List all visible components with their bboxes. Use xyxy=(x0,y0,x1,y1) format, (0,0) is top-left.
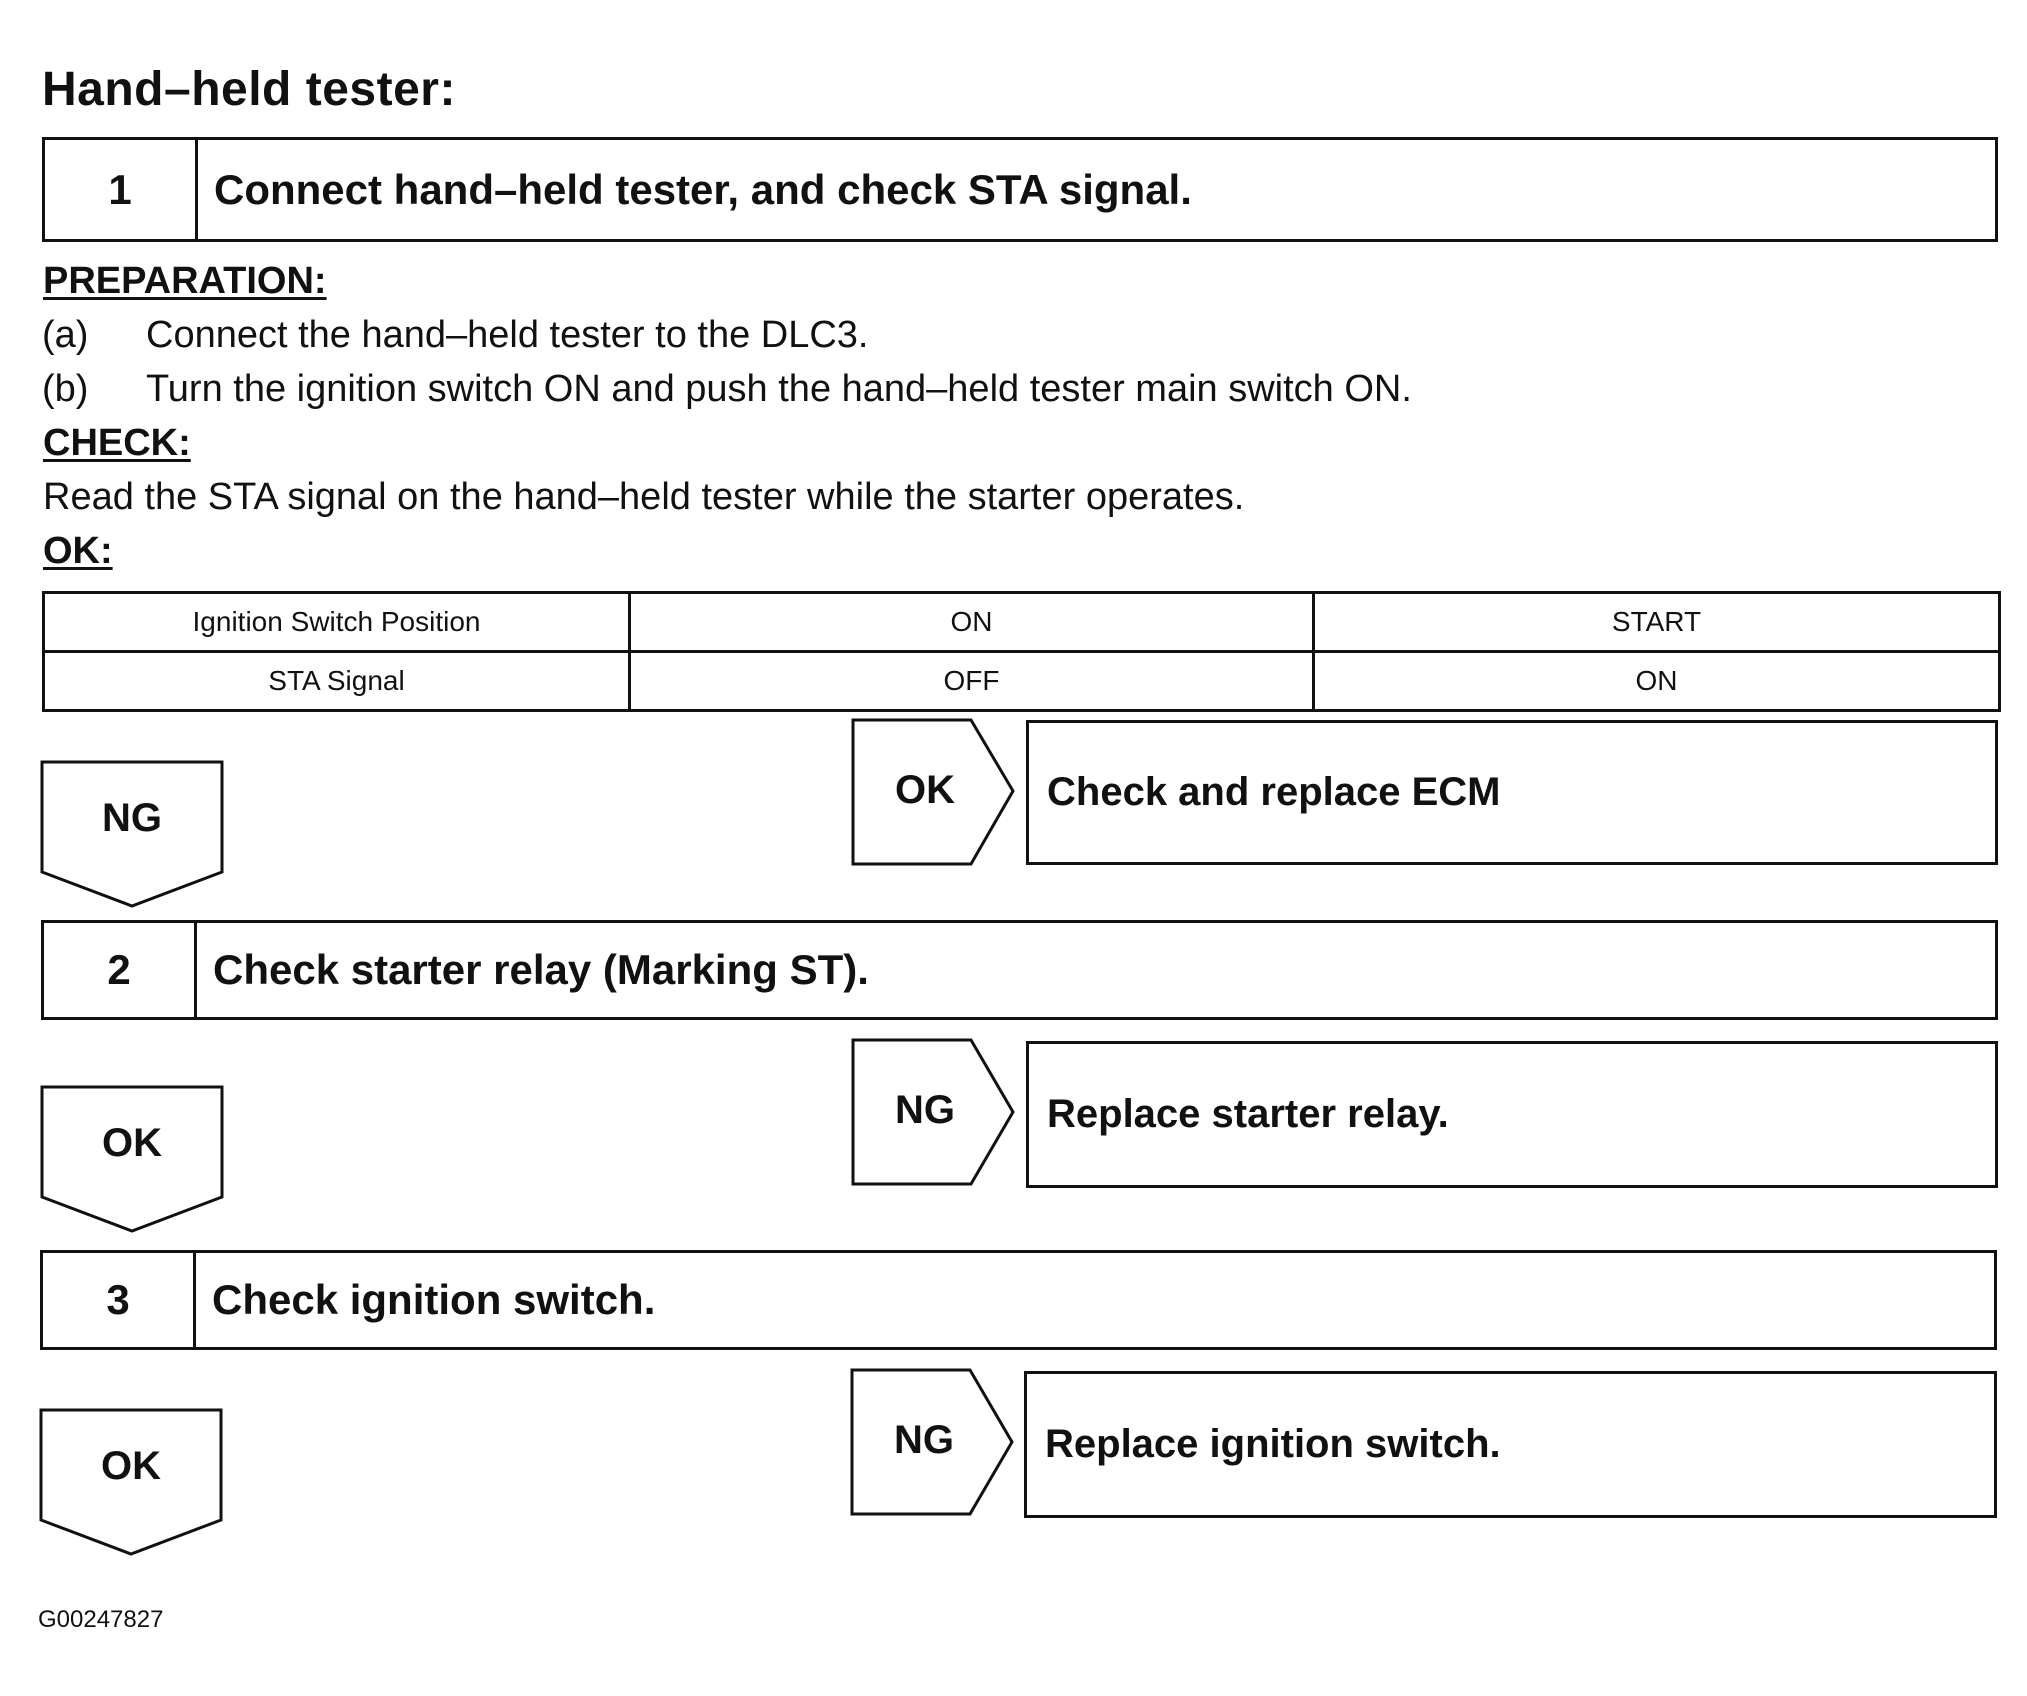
step-number: 1 xyxy=(45,140,198,239)
table-row: Ignition Switch Position ON START xyxy=(42,591,2001,653)
table-row: STA Signal OFF ON xyxy=(42,650,2001,712)
down-arrow-shape xyxy=(40,1085,224,1233)
check-text: Read the STA signal on the hand–held tes… xyxy=(43,476,1245,518)
result-box-replace-ecm: Check and replace ECM xyxy=(1026,720,1998,865)
step-number: 2 xyxy=(44,923,197,1017)
ok-label: OK: xyxy=(43,530,113,572)
check-label: CHECK: xyxy=(43,422,191,464)
item-letter: (b) xyxy=(42,368,89,410)
step-number: 3 xyxy=(43,1253,196,1347)
ng-right-arrow: NG xyxy=(850,1368,1020,1518)
down-arrow-shape xyxy=(40,760,224,908)
arrow-label: NG xyxy=(102,796,162,840)
ok-right-arrow: OK xyxy=(851,718,1021,866)
step-title: Check ignition switch. xyxy=(212,1276,656,1323)
right-arrow-shape xyxy=(851,1038,1015,1186)
ok-down-arrow: OK xyxy=(40,1085,230,1235)
arrow-label: OK xyxy=(895,768,955,812)
ng-down-arrow: NG xyxy=(40,760,230,910)
preparation-item-b: (b) Turn the ignition switch ON and push… xyxy=(42,368,1412,411)
item-letter: (a) xyxy=(42,314,89,356)
down-arrow-shape xyxy=(39,1408,223,1556)
result-box-replace-ignition-switch: Replace ignition switch. xyxy=(1024,1371,1997,1518)
table-cell: STA Signal xyxy=(42,650,631,712)
table-cell: ON xyxy=(1312,650,2001,712)
page-title: Hand–held tester: xyxy=(42,63,456,116)
step-3-box: 3 Check ignition switch. xyxy=(40,1250,1997,1350)
arrow-label: NG xyxy=(894,1418,954,1462)
table-cell: OFF xyxy=(628,650,1315,712)
table-cell: Ignition Switch Position xyxy=(42,591,631,653)
item-text: Turn the ignition switch ON and push the… xyxy=(146,368,1412,410)
table-cell: ON xyxy=(628,591,1315,653)
ok-spec-table: Ignition Switch Position ON START STA Si… xyxy=(42,591,2001,712)
table-cell: START xyxy=(1312,591,2001,653)
arrow-label: OK xyxy=(102,1121,162,1165)
right-arrow-shape xyxy=(850,1368,1014,1516)
ng-right-arrow: NG xyxy=(851,1038,1021,1188)
result-box-replace-starter-relay: Replace starter relay. xyxy=(1026,1041,1998,1188)
ok-down-arrow: OK xyxy=(39,1408,229,1558)
arrow-label: NG xyxy=(895,1088,955,1132)
arrow-label: OK xyxy=(101,1444,161,1488)
item-text: Connect the hand–held tester to the DLC3… xyxy=(146,314,869,356)
preparation-label: PREPARATION: xyxy=(43,260,327,302)
step-title: Check starter relay (Marking ST). xyxy=(213,946,869,993)
step-1-box: 1 Connect hand–held tester, and check ST… xyxy=(42,137,1998,242)
preparation-item-a: (a) Connect the hand–held tester to the … xyxy=(42,314,868,357)
figure-id: G00247827 xyxy=(38,1606,164,1633)
right-arrow-shape xyxy=(851,718,1015,866)
step-2-box: 2 Check starter relay (Marking ST). xyxy=(41,920,1998,1020)
step-title: Connect hand–held tester, and check STA … xyxy=(214,165,1192,213)
